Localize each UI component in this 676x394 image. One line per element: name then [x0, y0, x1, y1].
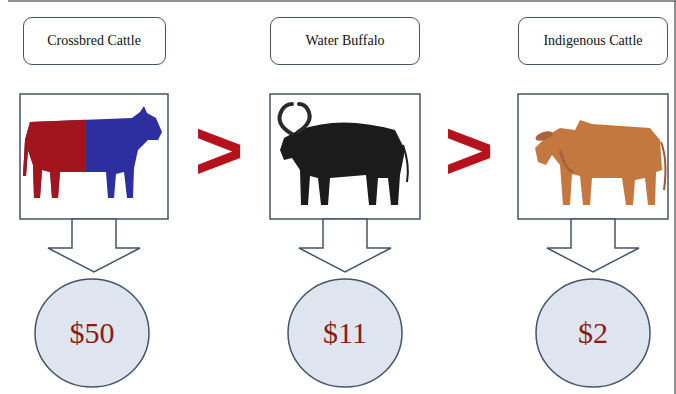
value-text: $50	[70, 316, 115, 350]
image-frame	[20, 94, 168, 219]
value-circle: $2	[535, 278, 651, 388]
circle-shape	[288, 279, 402, 387]
circle-shape	[536, 279, 650, 387]
category-label: Crossbred Cattle	[47, 33, 141, 49]
comparison-sign: >	[444, 102, 493, 199]
down-arrow	[48, 219, 140, 272]
down-arrow	[299, 219, 391, 272]
category-label: Indigenous Cattle	[543, 33, 642, 49]
frame-line	[675, 1, 676, 394]
comparison-sign: >	[194, 102, 243, 199]
indigenous-cattle-figure	[534, 120, 665, 205]
water-buffalo-figure	[280, 104, 408, 205]
image-frame	[270, 94, 420, 219]
category-box: Crossbred Cattle	[23, 17, 166, 65]
category-box: Water Buffalo	[270, 17, 420, 65]
value-circle: $11	[287, 278, 403, 388]
value-text: $11	[323, 316, 367, 350]
value-circle: $50	[34, 278, 150, 388]
crossbred-cattle-figure	[23, 106, 162, 198]
image-frame	[518, 94, 668, 219]
circle-shape	[35, 279, 149, 387]
value-text: $2	[578, 316, 608, 350]
category-box: Indigenous Cattle	[518, 17, 668, 65]
frame-line	[8, 1, 676, 2]
down-arrow	[547, 219, 639, 272]
category-label: Water Buffalo	[305, 33, 384, 49]
